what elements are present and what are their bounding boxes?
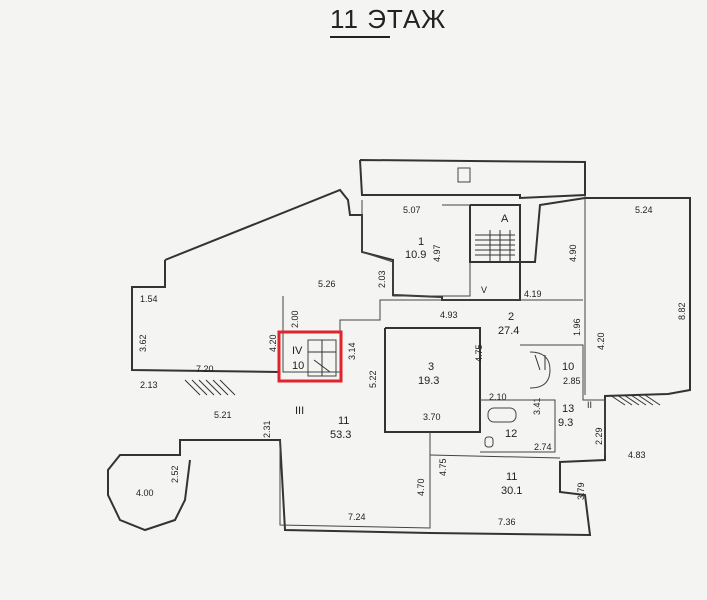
title-underline	[330, 36, 390, 38]
marker-v: V	[481, 285, 487, 295]
room-10-num: 10	[562, 361, 574, 373]
dim-7-36: 7.36	[498, 517, 516, 527]
dim-2-03: 2.03	[377, 270, 387, 288]
room11b-wall	[429, 454, 561, 459]
dim-4-75-a: 4.75	[474, 344, 484, 362]
dim-5-22: 5.22	[368, 370, 378, 388]
dim-4-19: 4.19	[524, 289, 542, 299]
room-11b-area: 30.1	[501, 485, 522, 497]
room13-wall	[520, 344, 606, 455]
room-11a-num: 11	[338, 415, 349, 427]
dim-2-29: 2.29	[594, 427, 604, 445]
dim-2-31: 2.31	[262, 420, 272, 438]
room-1-num: 1	[418, 236, 424, 248]
dim-4-90: 4.90	[568, 244, 578, 262]
left-wall	[131, 260, 281, 373]
highlighted-room-frame[interactable]	[277, 330, 343, 383]
marker-ii: II	[587, 400, 592, 410]
dim-5-24: 5.24	[635, 205, 653, 215]
marker-a: A	[501, 213, 509, 225]
dim-1-96: 1.96	[572, 318, 582, 336]
bathtub	[487, 407, 517, 423]
marker-iii: III	[295, 405, 304, 417]
dim-4-93: 4.93	[440, 310, 458, 320]
stair-core	[475, 230, 515, 262]
dim-4-00: 4.00	[136, 488, 154, 498]
room12-wall	[480, 399, 556, 453]
dim-5-26: 5.26	[318, 279, 336, 289]
dim-3-79: 3.79	[576, 482, 586, 500]
dim-7-20: 7.20	[196, 364, 214, 374]
dim-2-52: 2.52	[170, 465, 180, 483]
toilet	[484, 436, 494, 448]
dim-4-75-b: 4.75	[438, 458, 448, 476]
room-13-num: 13	[562, 403, 574, 415]
tower-box	[457, 167, 471, 183]
room-iv-stairs	[307, 339, 337, 377]
dim-2-10: 2.10	[489, 392, 507, 402]
room-iv-area: 10	[292, 360, 304, 372]
room-10-dim: 2.85	[563, 376, 581, 386]
floor-word: ЭТАЖ	[367, 4, 447, 34]
dim-3-70: 3.70	[423, 412, 441, 422]
room-13-area: 9.3	[558, 417, 573, 429]
room3-wall	[384, 327, 481, 433]
dim-2-74: 2.74	[534, 442, 552, 452]
dim-2-13: 2.13	[140, 380, 158, 390]
dim-2-00: 2.00	[290, 310, 300, 328]
room-iv-num: IV	[292, 345, 303, 357]
dim-8-82: 8.82	[677, 302, 687, 320]
room-11a-area: 53.3	[330, 429, 351, 441]
floor-title: 11 ЭТАЖ	[330, 4, 446, 35]
stair-core-wall	[469, 204, 521, 263]
room-2-area: 27.4	[498, 325, 519, 337]
left-stair	[184, 379, 236, 396]
walls	[107, 159, 691, 537]
dim-4-97: 4.97	[432, 244, 442, 262]
dim-4-83: 4.83	[628, 450, 646, 460]
dim-5-21: 5.21	[214, 410, 232, 420]
dim-3-14: 3.14	[347, 342, 357, 360]
dim-3-41: 3.41	[532, 397, 542, 415]
room-labels: 1 10.9 2 27.4 3 19.3 11 53.3 11 30.1 13 …	[292, 213, 592, 497]
room-2-num: 2	[508, 311, 514, 323]
top-tower-wall	[359, 159, 586, 200]
room-3-area: 19.3	[418, 375, 439, 387]
corridor-wall	[282, 296, 583, 373]
room-3-num: 3	[428, 361, 434, 373]
dim-4-20-b: 4.20	[596, 332, 606, 350]
room-12-num: 12	[505, 428, 517, 440]
dim-5-07: 5.07	[403, 205, 421, 215]
floor-number: 11	[330, 4, 359, 34]
room-11b-num: 11	[506, 471, 517, 483]
dim-1-54: 1.54	[140, 294, 158, 304]
room10-spiral	[529, 351, 551, 389]
right-stair	[609, 394, 661, 406]
room-1-area: 10.9	[405, 249, 426, 261]
dim-4-70: 4.70	[416, 478, 426, 496]
dim-7-24: 7.24	[348, 512, 366, 522]
dimension-labels: 5.07 5.24 4.97 4.90 2.03 5.26 4.19 8.82 …	[136, 205, 687, 527]
dim-3-62: 3.62	[138, 334, 148, 352]
room11a-wall	[279, 432, 431, 529]
dim-4-20-a: 4.20	[268, 334, 278, 352]
outer-perimeter-wall	[107, 188, 691, 537]
